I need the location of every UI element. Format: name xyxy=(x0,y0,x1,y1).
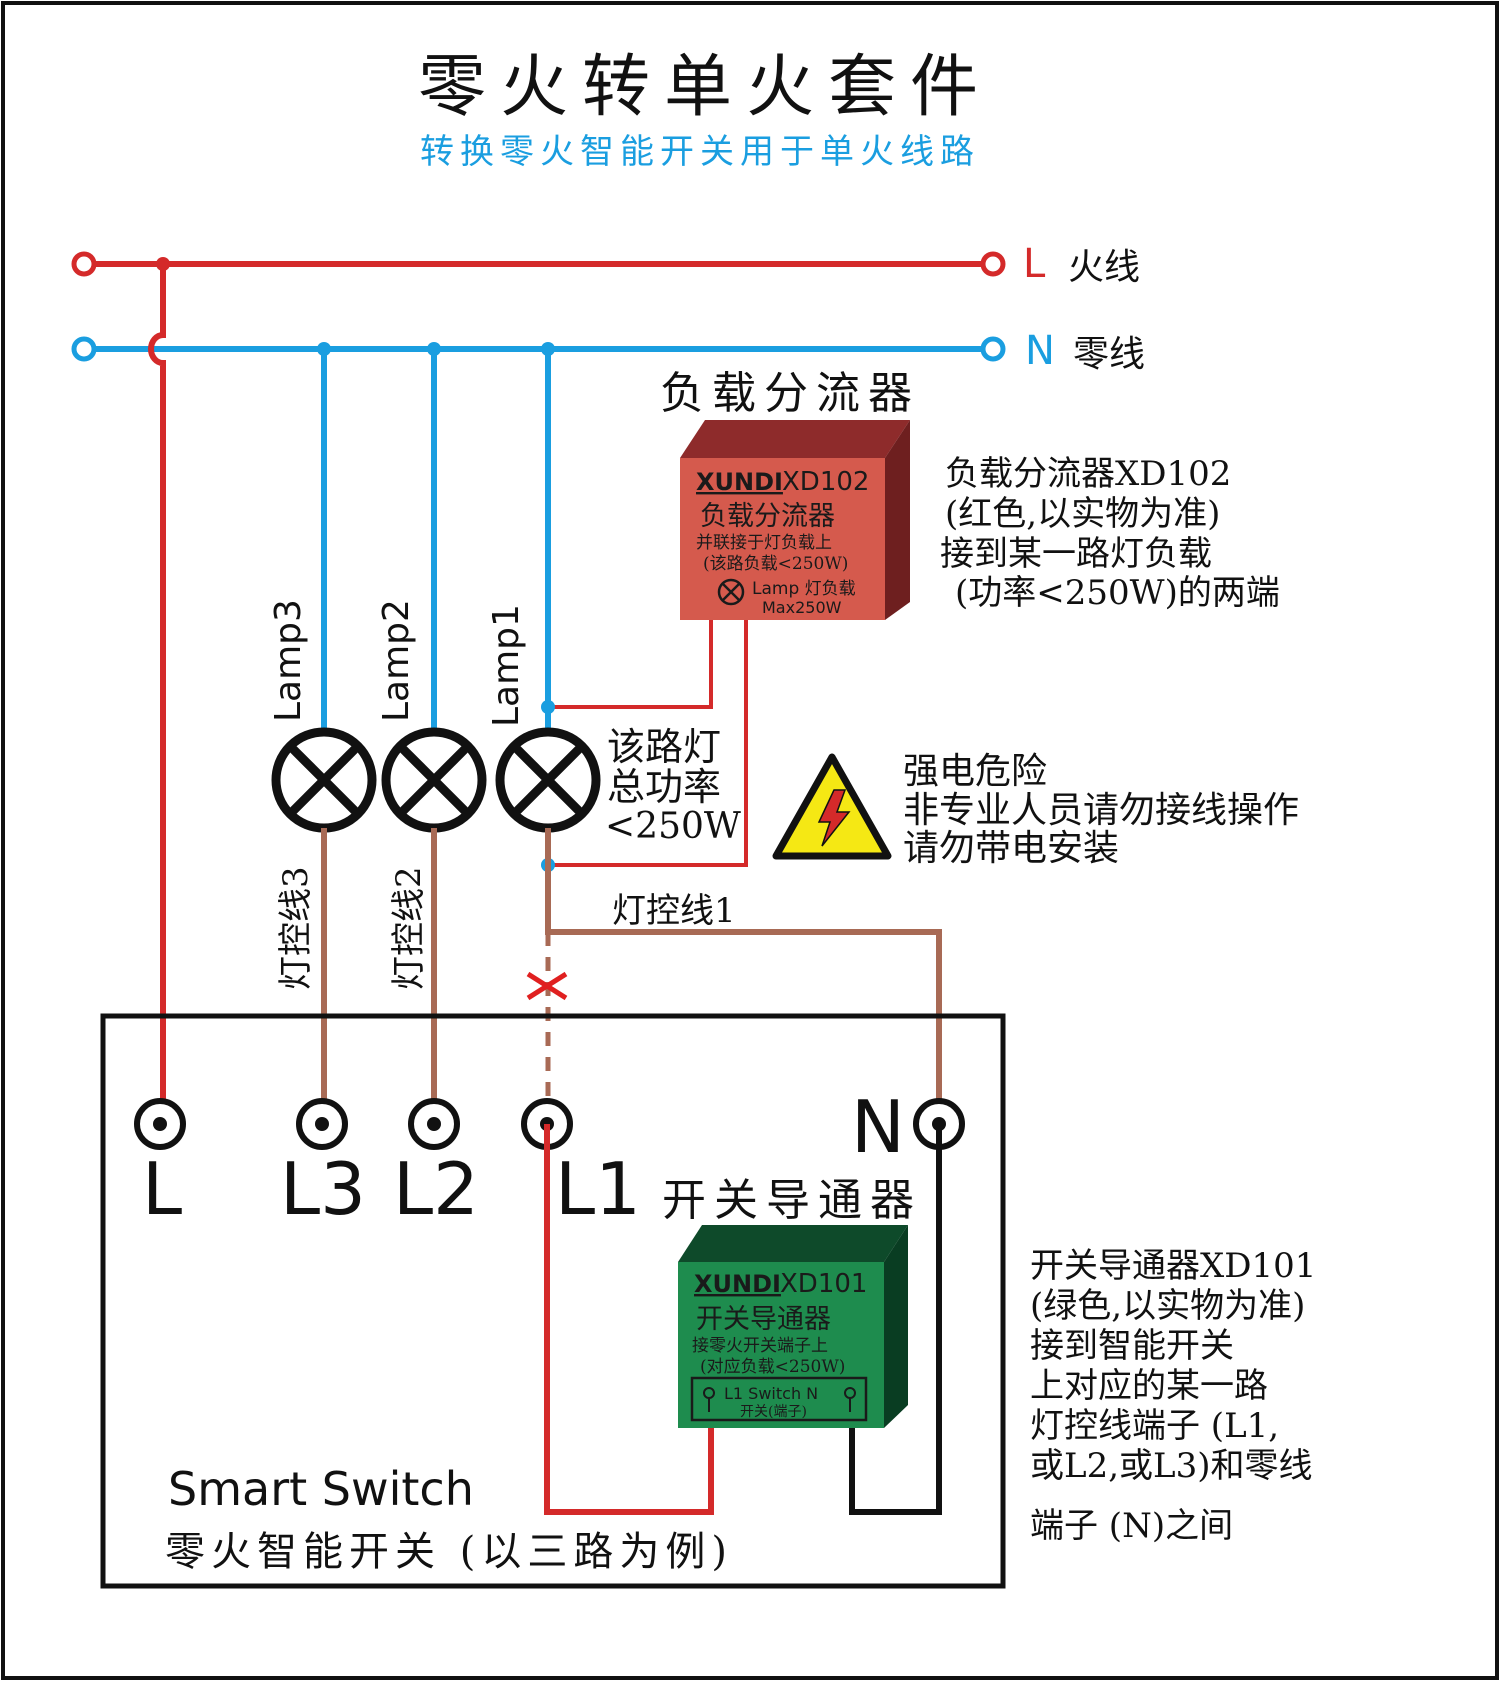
cross-mark-icon xyxy=(526,971,568,1001)
terminal-l2-icon xyxy=(408,1098,460,1150)
live-drop-wire xyxy=(148,264,166,1124)
svg-text:负载分流器XD102: 负载分流器XD102 xyxy=(945,454,1231,494)
control-wire-2-label: 灯控线2 xyxy=(389,866,429,990)
shunt-box: XUNDI XD102 负载分流器 并联接于灯负载上 (该路负载<250W) L… xyxy=(680,420,910,620)
switch-enabler-model: XD101 xyxy=(780,1269,867,1299)
enabler-wire-n xyxy=(849,1124,942,1515)
shunt-heading: 负载分流器 xyxy=(660,368,920,419)
page-subtitle: 转换零火智能开关用于单火线路 xyxy=(420,132,980,172)
lamp-power-note: 该路灯 总功率 <250W xyxy=(605,725,741,847)
shunt-brand: XUNDI xyxy=(696,468,783,496)
shunt-lamp-text: Lamp 灯负载 xyxy=(752,579,856,599)
switch-enabler-brand: XUNDI xyxy=(694,1270,781,1298)
svg-text:上对应的某一路: 上对应的某一路 xyxy=(1030,1366,1268,1406)
terminal-l3-label: L3 xyxy=(280,1147,366,1231)
control-wire-3-label: 灯控线3 xyxy=(276,866,316,990)
neutral-right-terminal-icon xyxy=(980,336,1006,362)
svg-text:该路灯: 该路灯 xyxy=(607,725,721,769)
live-line xyxy=(71,251,1006,277)
switch-enabler-line2: (对应负载<250W) xyxy=(700,1357,845,1377)
shunt-line2: (该路负载<250W) xyxy=(703,554,848,574)
svg-text:<250W: <250W xyxy=(605,806,741,847)
switch-enabler-description: 开关导通器XD101 (绿色,以实物为准) 接到智能开关 上对应的某一路 灯控线… xyxy=(1030,1246,1316,1546)
control-wire-1 xyxy=(545,828,942,1124)
lamp2-label: Lamp2 xyxy=(376,599,417,722)
shunt-line1: 并联接于灯负载上 xyxy=(696,533,832,553)
svg-text:强电危险: 强电危险 xyxy=(903,751,1047,792)
lamp2-icon xyxy=(381,727,487,833)
switch-enabler-name: 开关导通器 xyxy=(696,1304,831,1335)
lamp3-label: Lamp3 xyxy=(268,599,309,722)
shunt-lamp-icon xyxy=(717,578,745,606)
svg-text:(功率<250W)的两端: (功率<250W)的两端 xyxy=(955,573,1280,613)
svg-text:(红色,以实物为准): (红色,以实物为准) xyxy=(945,494,1220,534)
control-wire-1-label: 灯控线1 xyxy=(612,891,736,931)
terminal-l-icon xyxy=(134,1098,186,1150)
live-letter: L xyxy=(1023,241,1046,287)
neutral-left-terminal-icon xyxy=(71,336,97,362)
switch-enabler-heading: 开关导通器 xyxy=(662,1175,922,1226)
warning-text: 强电危险 非专业人员请勿接线操作 请勿带电安装 xyxy=(903,751,1299,869)
svg-text:灯控线端子 (L1,: 灯控线端子 (L1, xyxy=(1030,1406,1279,1446)
smart-switch-title: Smart Switch xyxy=(168,1462,474,1516)
switch-enabler-box: XUNDI XD101 开关导通器 接零火开关端子上 (对应负载<250W) L… xyxy=(678,1225,908,1428)
smart-switch-box xyxy=(100,1013,1006,1589)
enabler-wire-l1 xyxy=(544,1124,714,1515)
svg-text:端子 (N)之间: 端子 (N)之间 xyxy=(1030,1506,1233,1546)
shunt-name: 负载分流器 xyxy=(700,501,835,532)
shunt-wire-neutral xyxy=(548,620,713,709)
svg-text:接到某一路灯负载: 接到某一路灯负载 xyxy=(940,534,1212,574)
svg-text:总功率: 总功率 xyxy=(607,765,721,809)
warning-triangle-icon xyxy=(772,753,892,860)
terminal-l3-icon xyxy=(296,1098,348,1150)
lamp1-label: Lamp1 xyxy=(486,604,527,727)
shunt-max-text: Max250W xyxy=(762,598,842,617)
live-label: 火线 xyxy=(1068,247,1140,288)
lamp3-icon xyxy=(271,727,377,833)
shunt-wire-control xyxy=(548,620,748,867)
svg-text:(绿色,以实物为准): (绿色,以实物为准) xyxy=(1030,1286,1305,1326)
terminal-l-label: L xyxy=(142,1147,182,1231)
switch-enabler-terminal-sub: 开关(端子) xyxy=(740,1404,807,1420)
terminal-l2-label: L2 xyxy=(393,1147,479,1231)
terminal-n-label: N xyxy=(851,1085,905,1169)
lamp1-icon xyxy=(495,727,601,833)
live-right-terminal-icon xyxy=(980,251,1006,277)
page-title: 零火转单火套件 xyxy=(418,48,992,127)
live-left-terminal-icon xyxy=(71,251,97,277)
switch-enabler-line1: 接零火开关端子上 xyxy=(692,1336,828,1356)
lightning-icon xyxy=(817,789,851,847)
svg-text:非专业人员请勿接线操作: 非专业人员请勿接线操作 xyxy=(903,790,1299,831)
neutral-label: 零线 xyxy=(1073,334,1145,375)
shunt-model: XD102 xyxy=(782,467,869,497)
svg-text:或L2,或L3)和零线: 或L2,或L3)和零线 xyxy=(1030,1446,1313,1486)
svg-text:接到智能开关: 接到智能开关 xyxy=(1030,1326,1234,1366)
svg-text:请勿带电安装: 请勿带电安装 xyxy=(903,828,1119,869)
switch-enabler-terminal-text: L1 Switch N xyxy=(724,1384,818,1403)
terminal-l1-label: L1 xyxy=(555,1147,641,1231)
svg-text:开关导通器XD101: 开关导通器XD101 xyxy=(1030,1246,1316,1286)
shunt-description: 负载分流器XD102 (红色,以实物为准) 接到某一路灯负载 (功率<250W)… xyxy=(940,454,1280,613)
neutral-letter: N xyxy=(1025,328,1055,374)
smart-switch-subtitle: 零火智能开关 (以三路为例) xyxy=(165,1529,733,1575)
